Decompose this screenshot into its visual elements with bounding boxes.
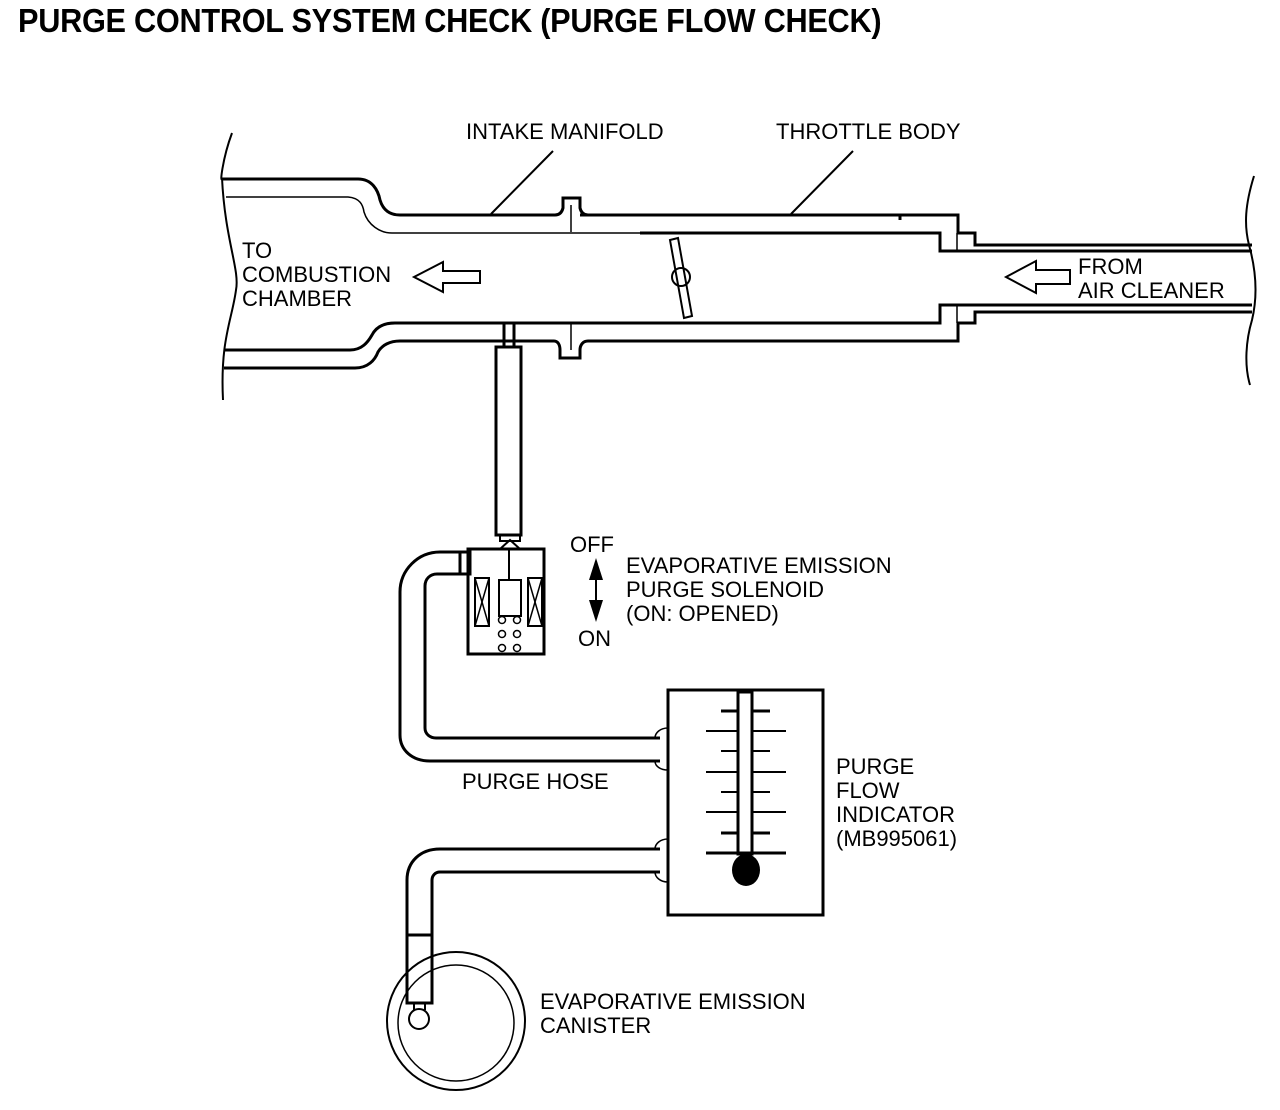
svg-text:AIR CLEANER: AIR CLEANER [1078,278,1225,303]
canister-label: EVAPORATIVE EMISSION CANISTER [540,989,806,1038]
from-air-cleaner-arrow-icon [1003,259,1071,295]
indicator-scale-ticks [706,709,786,855]
to-combustion-chamber-label: TO COMBUSTION CHAMBER [242,238,391,311]
intake-manifold-label: INTAKE MANIFOLD [466,119,664,144]
indicator-bulb-icon [732,854,760,886]
svg-text:EVAPORATIVE EMISSION: EVAPORATIVE EMISSION [626,553,892,578]
svg-text:CHAMBER: CHAMBER [242,286,352,311]
purge-hose-label: PURGE HOSE [462,769,609,794]
svg-text:COMBUSTION: COMBUSTION [242,262,391,287]
svg-text:TO: TO [242,238,272,263]
off-on-arrow-icon [589,558,603,622]
throttle-body-label: THROTTLE BODY [776,119,961,144]
purge-flow-indicator [666,688,825,917]
svg-text:PURGE SOLENOID: PURGE SOLENOID [626,577,824,602]
throttle-body-leader [790,150,854,215]
intake-manifold-leader [490,150,554,215]
svg-text:PURGE: PURGE [836,754,914,779]
throttle-body [580,213,1252,343]
svg-text:(MB995061): (MB995061) [836,826,957,851]
evaporative-emission-canister [386,933,526,1091]
svg-text:CANISTER: CANISTER [540,1013,651,1038]
purge-solenoid-label: EVAPORATIVE EMISSION PURGE SOLENOID (ON:… [626,553,892,626]
diagram-title: PURGE CONTROL SYSTEM CHECK (PURGE FLOW C… [18,2,882,39]
svg-text:EVAPORATIVE EMISSION: EVAPORATIVE EMISSION [540,989,806,1014]
svg-text:FLOW: FLOW [836,778,900,803]
svg-text:FROM: FROM [1078,254,1143,279]
right-break-line [1245,175,1257,386]
solenoid-off-label: OFF [570,532,614,557]
svg-text:(ON: OPENED): (ON: OPENED) [626,601,779,626]
left-break-line [220,132,238,401]
throttle-valve-icon [668,236,694,320]
purge-hose-upper [398,550,669,771]
svg-text:INDICATOR: INDICATOR [836,802,955,827]
intake-manifold-body [222,177,940,370]
purge-flow-indicator-label: PURGE FLOW INDICATOR (MB995061) [836,754,957,851]
from-air-cleaner-label: FROM AIR CLEANER [1078,254,1225,303]
purge-solenoid [458,534,546,656]
purge-hose-lower [405,838,669,1005]
vacuum-port-hose [494,323,523,537]
solenoid-on-label: ON [578,626,611,651]
to-combustion-arrow-icon [411,260,481,294]
